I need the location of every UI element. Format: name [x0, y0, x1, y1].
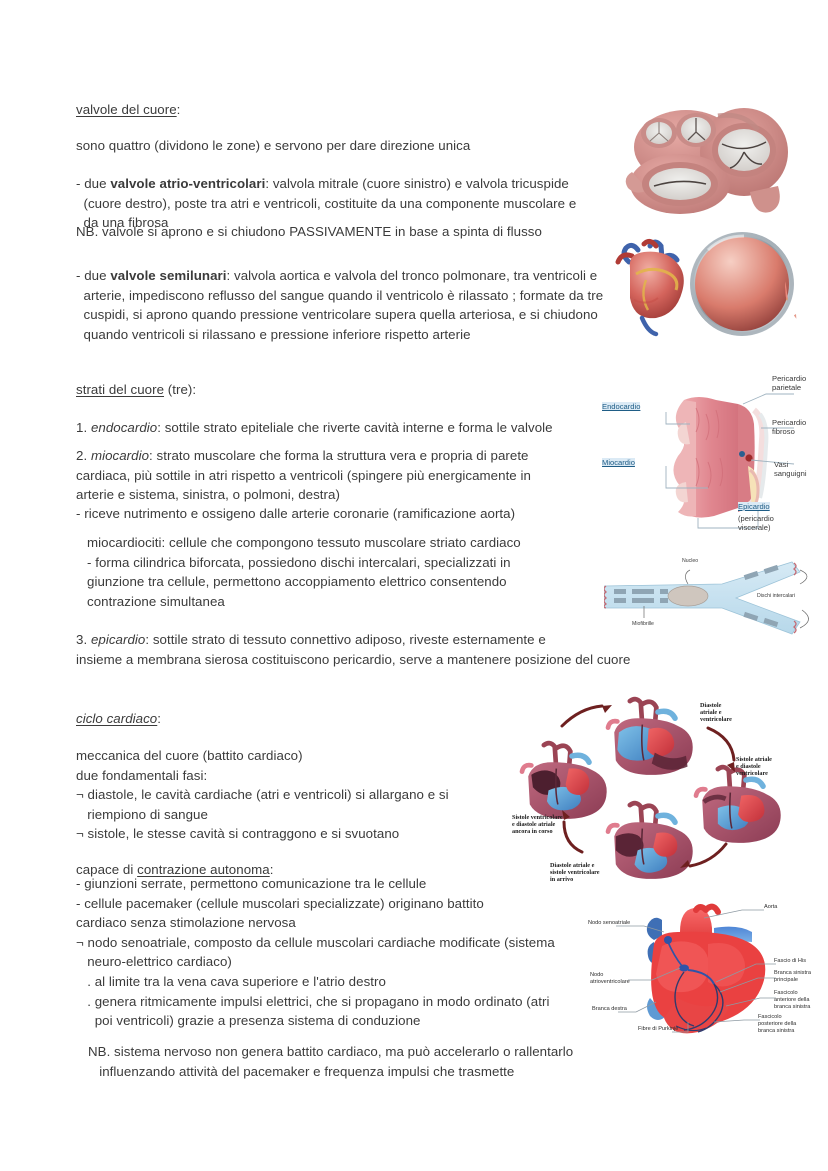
heading-strati-label: strati del cuore: [76, 382, 165, 397]
figure-cardiomyocyte: Nucleo Dischi intercalari Miofibrille: [604, 556, 818, 642]
heading-strati: strati del cuore (tre):: [76, 380, 196, 400]
bullet-semi-prefix: - due: [76, 268, 111, 283]
miocardiociti-block: miocardiociti: cellule che compongono te…: [87, 535, 521, 609]
epicardio-rest: : sottile strato di tessuto connettivo a…: [76, 632, 631, 667]
valvole-intro: sono quattro (dividono le zone) e servon…: [76, 138, 471, 153]
endocardio-num: 1.: [76, 420, 91, 435]
cycle-label-sistole-atriale-diastole-ventricolare: Sistole atriale e diastole ventricolare: [736, 756, 772, 778]
conduction-label-aorta: Aorta: [764, 904, 778, 910]
bullet-av-rest: : valvola mitrale (cuore sinistro) e val…: [83, 176, 577, 231]
capace-prefix: capace di: [76, 862, 138, 877]
heading-valvole-colon: :: [176, 102, 181, 117]
layers-label-miocardio: Miocardio: [602, 458, 635, 468]
epicardio-num: 3.: [76, 632, 91, 647]
heading-strati-suffix: (tre):: [164, 382, 197, 397]
conduction-label-fascicolo-posteriore: Fascicolo posteriore della branca sinist…: [758, 1014, 797, 1034]
layers-label-epicardio: Epicardio: [738, 502, 770, 512]
conduction-label-fascio-di-his: Fascio di His: [774, 958, 807, 964]
heading-valvole-label: valvole del cuore: [76, 102, 177, 117]
ciclo-nb: NB. sistema nervoso non genera battito c…: [88, 1044, 574, 1079]
conduction-label-nodo-senoatriale: Nodo senoatriale: [588, 920, 631, 926]
capace-colon: :: [269, 862, 274, 877]
figure-cardiac-cycle: Diastole atriale e ventricolare Sistole …: [512, 694, 820, 884]
cycle-label-diastole-atriale-sistole-ventricolare: Diastole atriale e sistole ventricolare …: [550, 862, 600, 884]
ciclo-autonomia-detail: - giunzioni serrate, permettono comunica…: [76, 876, 555, 1029]
conduction-label-branca-sinistra-principale: Branca sinistra principale: [774, 970, 811, 983]
bullet-av-term: valvole atrio-ventricolari: [110, 176, 266, 191]
bullet-av-prefix: - due: [76, 176, 111, 191]
layers-label-endocardio: Endocardio: [602, 402, 641, 412]
figure-heart-magnified: [606, 232, 812, 344]
contrazione-autonoma-label: contrazione autonoma: [137, 862, 270, 877]
heading-ciclo-colon: :: [157, 711, 162, 726]
heading-valvole: valvole del cuore:: [76, 100, 180, 120]
valvole-bullet-av: - due valvole atrio-ventricolari: valvol…: [76, 174, 596, 233]
valvole-nb: NB. valvole si aprono e si chiudono PASS…: [76, 224, 542, 239]
myocyte-label-miofibrille: Miofibrille: [632, 621, 654, 627]
cycle-label-diastole-atriale-ventricolare: Diastole atriale e ventricolare: [700, 702, 732, 724]
miocardio-num: 2.: [76, 448, 91, 463]
layers-label-pericardio-viscerale: (pericardio viscerale): [738, 514, 774, 533]
miocardio-rest: : strato muscolare che forma la struttur…: [76, 448, 531, 503]
conduction-label-fibre-purkinje: Fibre di Purkinje: [638, 1026, 679, 1032]
myocyte-label-dischi-intercalari: Dischi intercalari: [757, 593, 796, 599]
layers-label-vasi-sanguigni: Vasi sanguigni: [774, 460, 807, 479]
figure-valve-plane: [618, 100, 808, 220]
layers-label-pericardio-fibroso: Pericardio fibroso: [772, 418, 807, 437]
myocyte-label-nucleo: Nucleo: [682, 558, 699, 564]
heading-ciclo: ciclo cardiaco:: [76, 709, 161, 729]
conduction-label-branca-destra: Branca destra: [592, 1006, 627, 1012]
figure-heart-layers: Pericardio parietale Pericardio fibroso …: [598, 366, 824, 546]
strati-item-endocardio: 1. endocardio: sottile strato epiteliale…: [76, 418, 596, 438]
strati-item-epicardio: 3. epicardio: sottile strato di tessuto …: [76, 630, 656, 669]
ciclo-capace: capace di contrazione autonoma:: [76, 860, 273, 880]
layers-label-pericardio-parietale: Pericardio parietale: [772, 374, 807, 393]
ciclo-fasi: meccanica del cuore (battito cardiaco) d…: [76, 748, 449, 842]
miocardio-sub-bullet: - riceve nutrimento e ossigeno dalle art…: [76, 506, 516, 521]
conduction-label-nodo-atrioventricolare: Nodo atrioventricolare: [590, 972, 630, 985]
cycle-label-sistole-ventricolare-diastole-atriale: Sistole ventricolare e diastole atriale …: [512, 814, 563, 836]
endocardio-term: endocardio: [90, 420, 158, 435]
epicardio-term: epicardio: [90, 632, 146, 647]
conduction-label-fascicolo-anteriore: Fascicolo anteriore della branca sinistr…: [774, 990, 811, 1010]
valvole-bullet-semilunari: - due valvole semilunari: valvola aortic…: [76, 266, 616, 344]
strati-item-miocardio: 2. miocardio: strato muscolare che forma…: [76, 446, 596, 505]
endocardio-rest: : sottile strato epiteliale che riverte …: [157, 420, 553, 435]
bullet-semi-rest: : valvola aortica e valvola del tronco p…: [83, 268, 604, 342]
miocardio-term: miocardio: [90, 448, 150, 463]
heading-ciclo-label: ciclo cardiaco: [76, 711, 158, 726]
bullet-semi-term: valvole semilunari: [110, 268, 227, 283]
figure-conduction-system: Aorta Nodo senoatriale Nodo atrioventric…: [588, 902, 824, 1042]
